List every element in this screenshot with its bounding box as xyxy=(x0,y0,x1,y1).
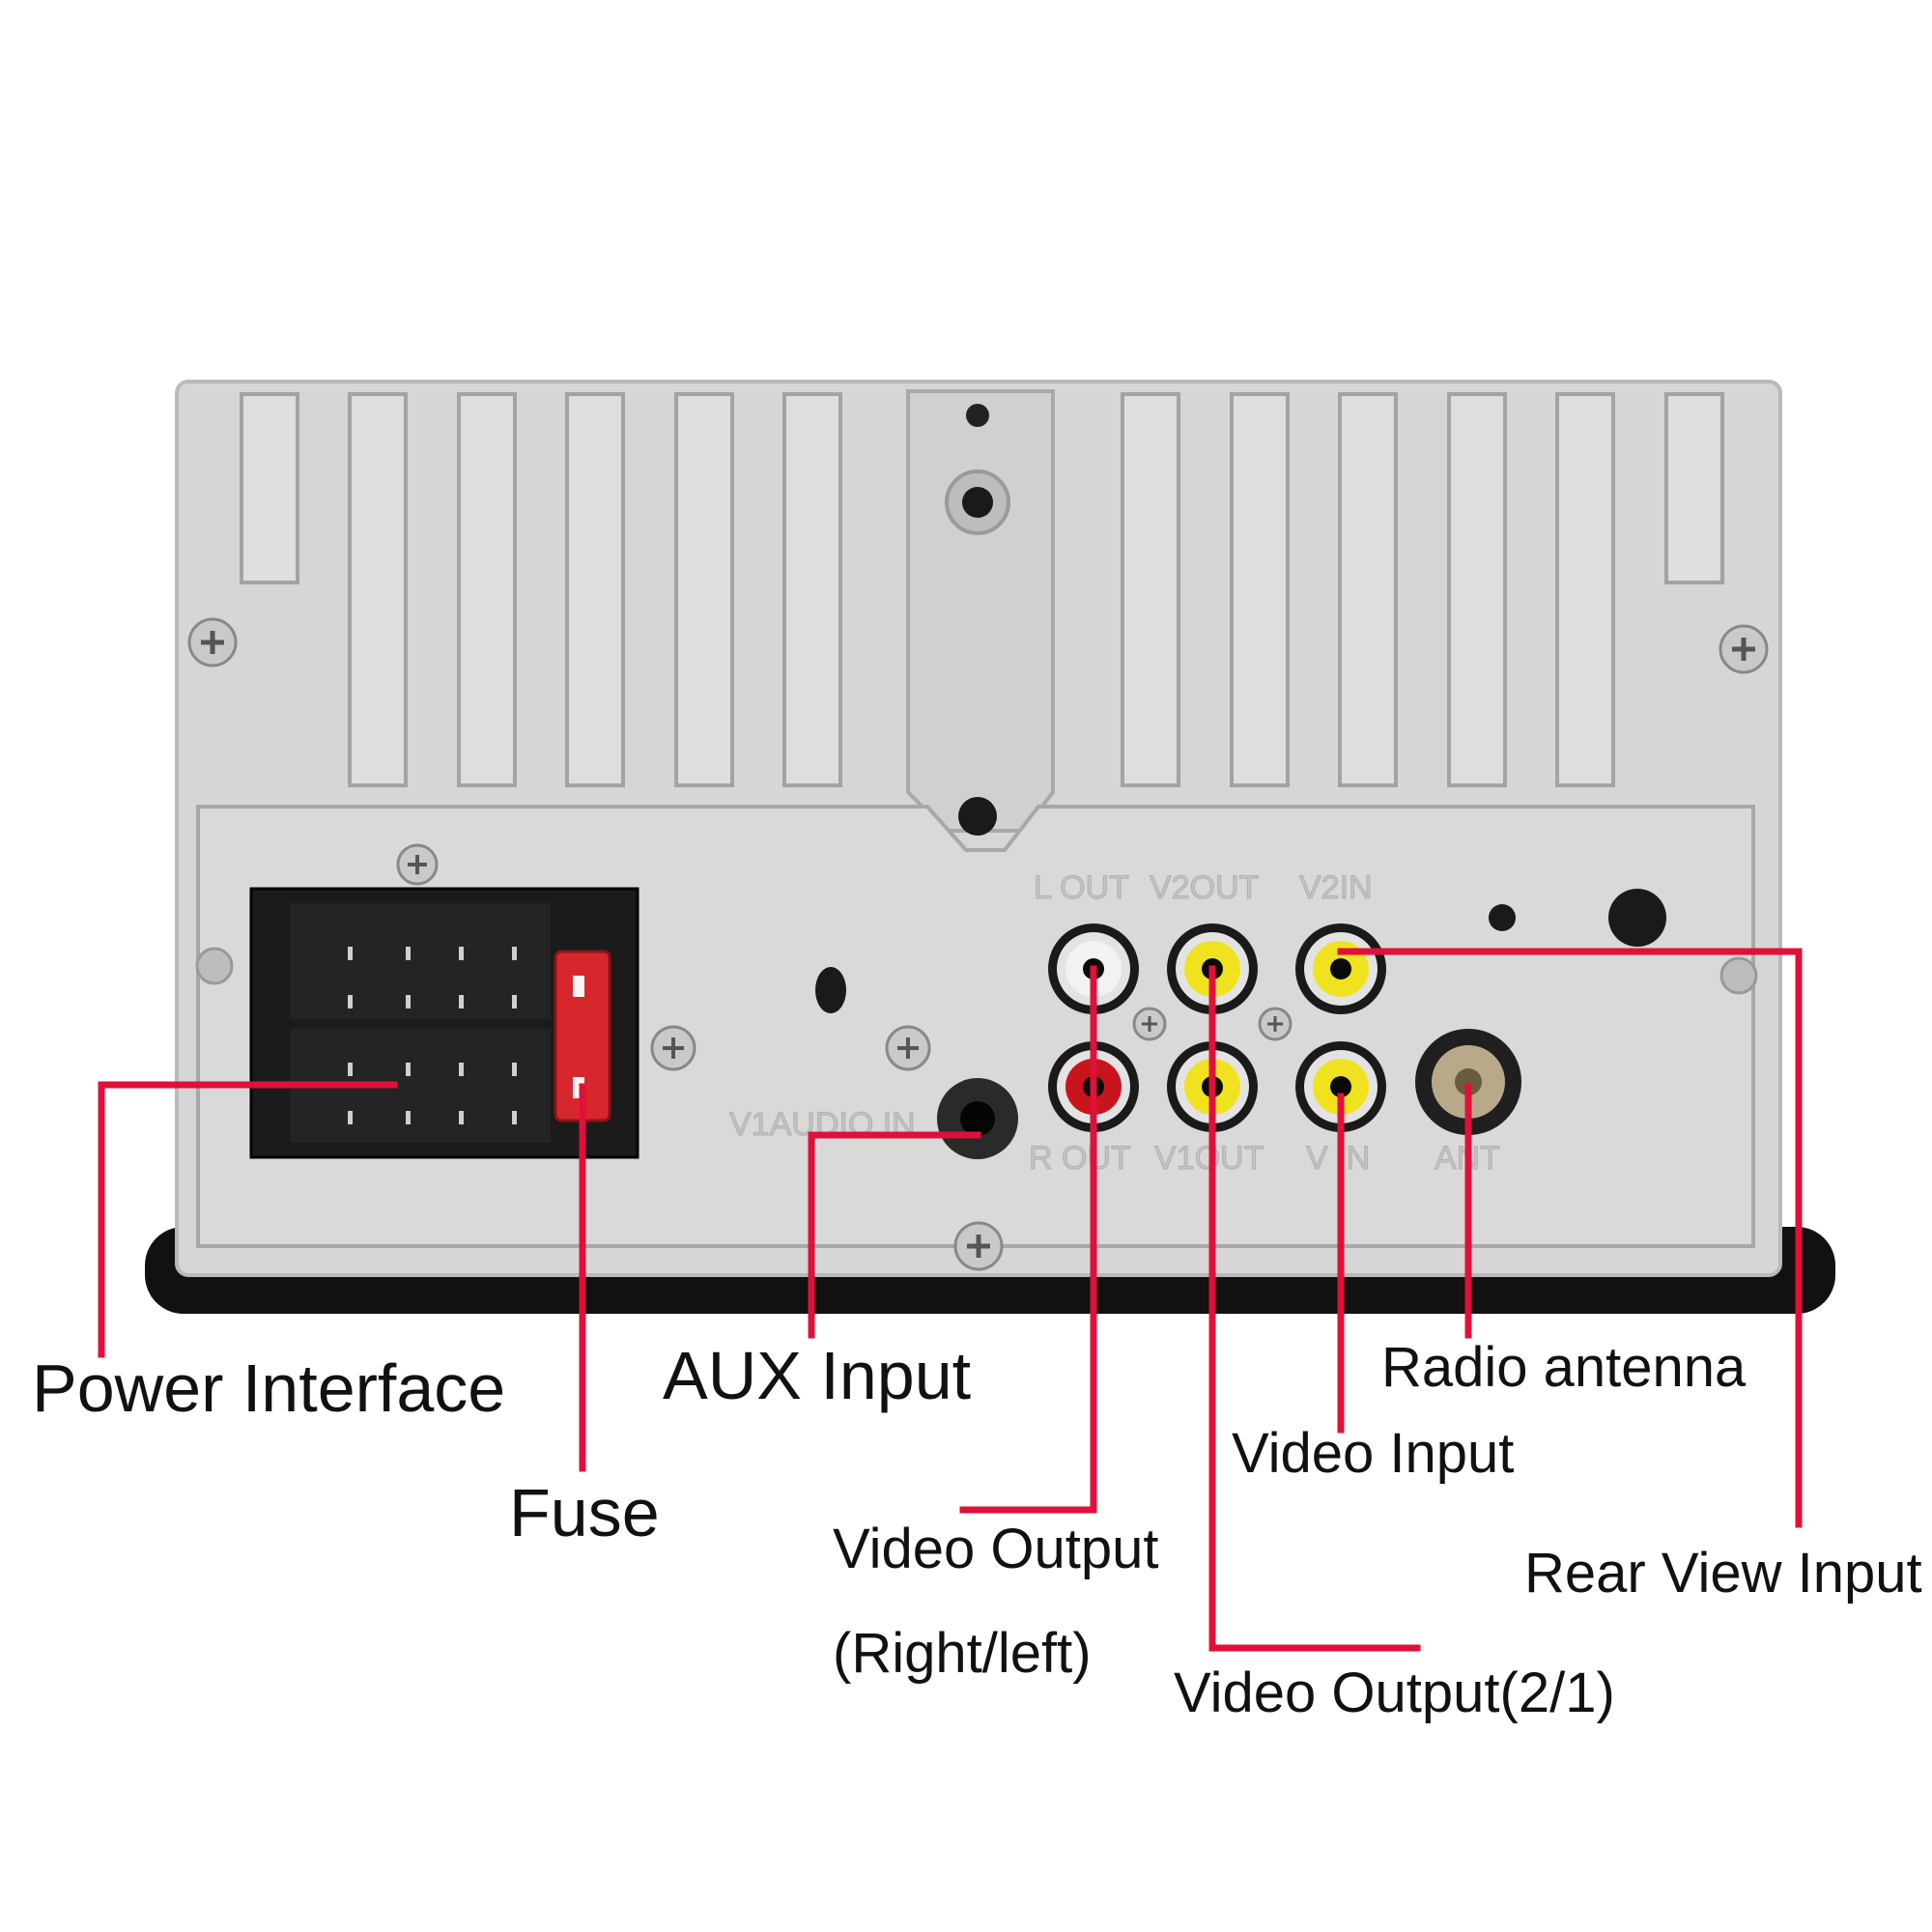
heatsink-fin xyxy=(240,392,299,584)
screw-rca-1 xyxy=(1132,1007,1167,1041)
callout-line-aux xyxy=(808,1131,981,1339)
connector-pin xyxy=(512,1063,517,1076)
connector-pin xyxy=(512,1111,517,1124)
heatsink-fin xyxy=(1230,392,1290,787)
label-fuse: Fuse xyxy=(509,1475,660,1550)
heatsink-fin xyxy=(1338,392,1398,787)
marking-v2-in: V2IN xyxy=(1299,869,1373,906)
connector-pin xyxy=(406,1063,411,1076)
connector-pin xyxy=(459,1063,464,1076)
heatsink-fin xyxy=(1121,392,1180,787)
connector-pin xyxy=(459,947,464,960)
marking-v2-out: V2OUT xyxy=(1150,869,1259,906)
rca-l-out xyxy=(1048,923,1139,1014)
screw-rca-2 xyxy=(1258,1007,1293,1041)
callout-line-power xyxy=(98,1081,398,1358)
heatsink-fin xyxy=(565,392,625,787)
slot-hole xyxy=(815,967,846,1013)
heatsink-fin xyxy=(674,392,734,787)
label-video-output-rl-sub: (Right/left) xyxy=(833,1622,1092,1685)
connector-pin xyxy=(406,947,411,960)
heatsink-fins xyxy=(240,392,1724,787)
label-rear-view-input: Rear View Input xyxy=(1524,1542,1922,1605)
panel-hole-left xyxy=(195,947,234,985)
label-video-output-21: Video Output(2/1) xyxy=(1174,1662,1615,1724)
connector-pin xyxy=(348,1063,353,1076)
connector-pin xyxy=(512,947,517,960)
screw-connector xyxy=(396,843,439,886)
connector-pin xyxy=(348,947,353,960)
round-port xyxy=(1608,889,1666,947)
callout-line-video-out-21 xyxy=(1208,965,1421,1652)
connector-pin xyxy=(348,1111,353,1124)
heatsink-fin xyxy=(1447,392,1507,787)
connector-pin xyxy=(406,1111,411,1124)
mount-hole-top xyxy=(966,404,989,427)
rca-v-in xyxy=(1295,1041,1386,1132)
connector-pin xyxy=(459,1111,464,1124)
label-video-input: Video Input xyxy=(1232,1422,1515,1485)
connector-pin xyxy=(406,995,411,1009)
heatsink-fin xyxy=(1555,392,1615,787)
connector-pin xyxy=(459,995,464,1009)
connector-pin xyxy=(348,995,353,1009)
rca-v2-in xyxy=(1295,923,1386,1014)
screw-mid xyxy=(650,1025,696,1071)
heatsink-fin xyxy=(782,392,842,787)
small-hole xyxy=(1489,904,1516,931)
label-radio-antenna: Radio antenna xyxy=(1381,1336,1747,1399)
label-aux-input: AUX Input xyxy=(663,1338,972,1413)
heatsink-fin xyxy=(457,392,517,787)
screw-right xyxy=(1719,624,1769,674)
label-video-output-rl: Video Output xyxy=(833,1518,1159,1580)
screw-left xyxy=(187,617,238,668)
heatsink-fin xyxy=(1664,392,1724,584)
heatsink-fin xyxy=(348,392,408,787)
marking-r-out: R OUT xyxy=(1029,1140,1131,1177)
mount-hole-lower xyxy=(958,797,997,836)
center-mount-boss xyxy=(906,389,1055,833)
connector-pin xyxy=(512,995,517,1009)
panel-hole-right xyxy=(1719,956,1758,995)
marking-l-out: L OUT xyxy=(1034,869,1129,906)
screw-aux xyxy=(885,1025,931,1071)
callout-line-rear-view xyxy=(1337,948,1803,1528)
screw-bottom xyxy=(953,1221,1004,1271)
callout-line-video-out-rl xyxy=(959,965,1097,1514)
label-power-interface: Power Interface xyxy=(32,1350,506,1426)
